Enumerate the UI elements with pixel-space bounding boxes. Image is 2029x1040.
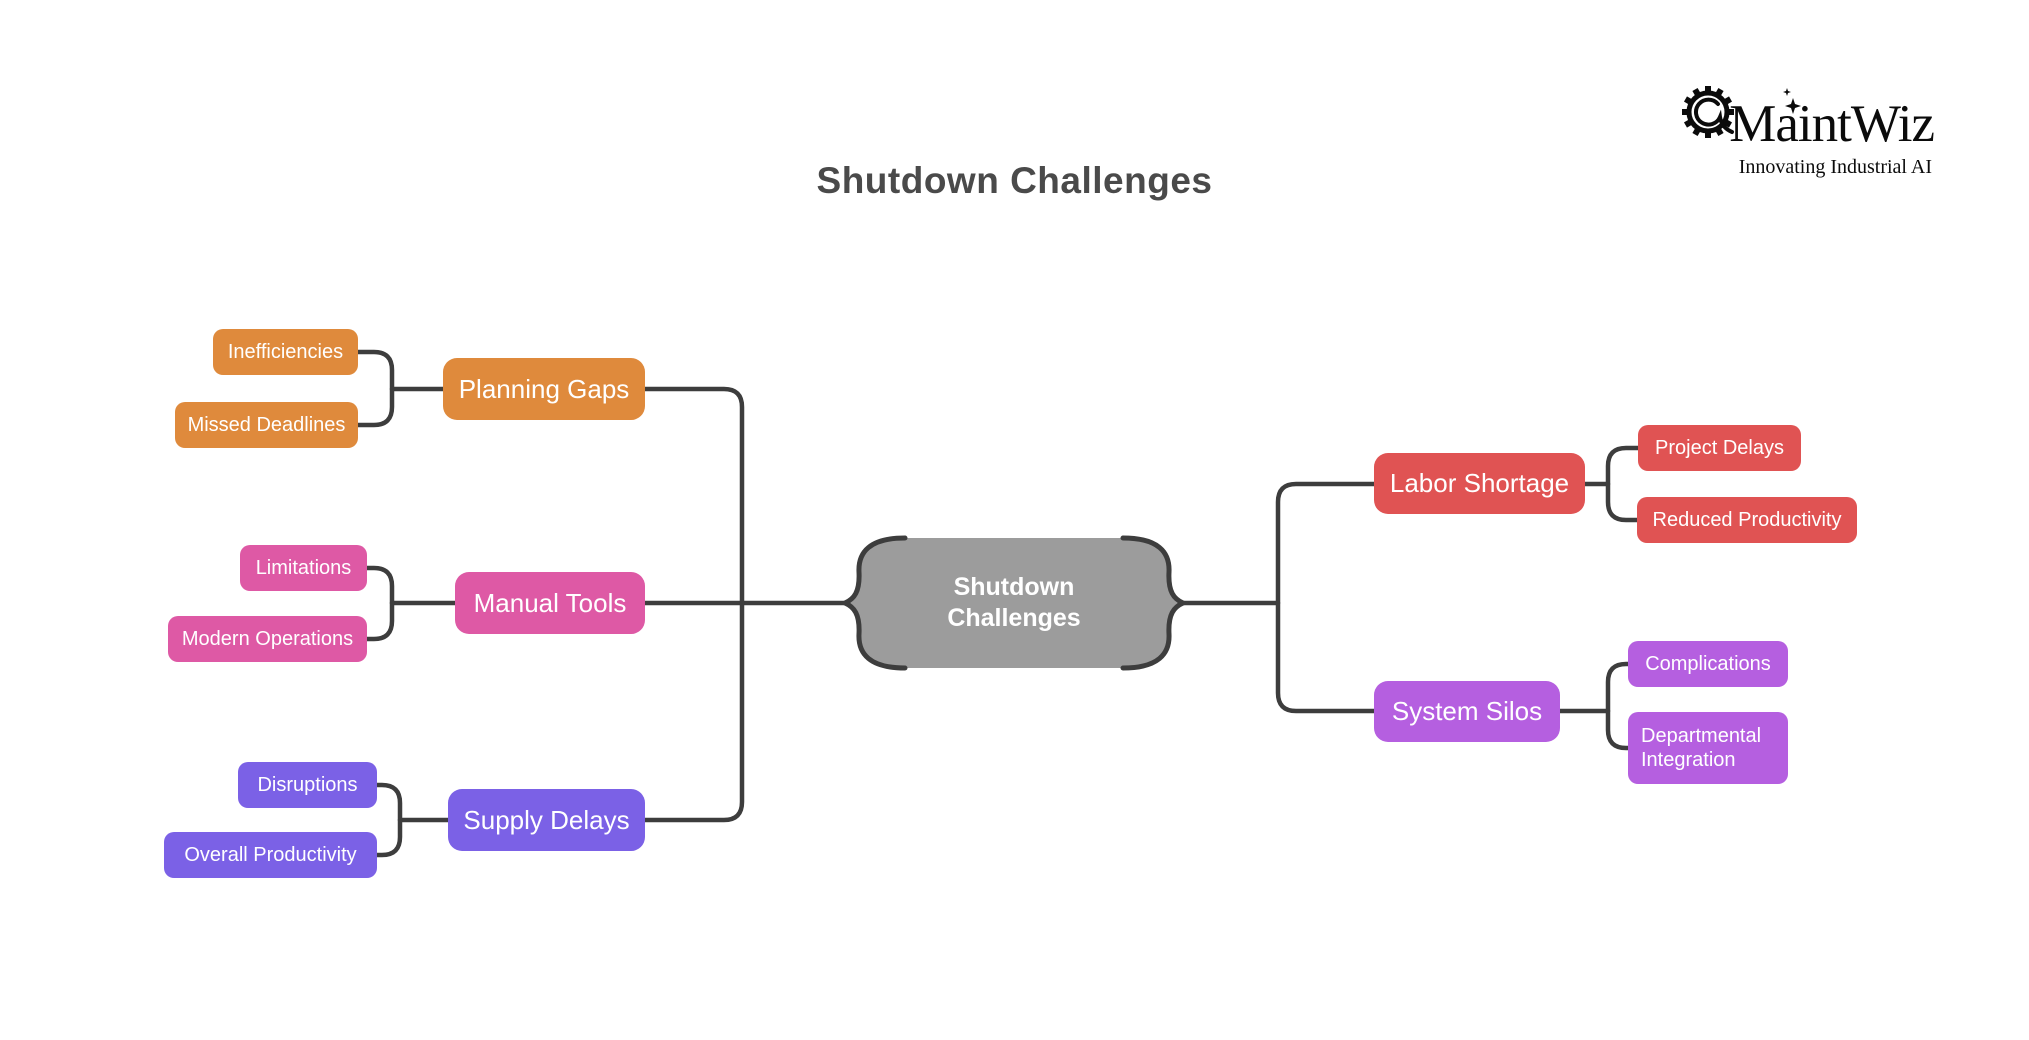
connector-right-branch-bracket [1275,481,1377,714]
node-disruptions: Disruptions [238,762,377,808]
node-modern-operations: Modern Operations [168,616,367,662]
maintwiz-logo: MaintWiz Innovating Industrial AI [1672,80,1935,190]
root-label-line2: Challenges [947,604,1081,632]
node-reduced-productivity: Reduced Productivity [1637,497,1857,543]
node-project-delays: Project Delays [1638,425,1801,471]
connector-labor-children-bracket [1605,445,1641,523]
root-label-line1: Shutdown [953,573,1075,601]
node-system-silos: System Silos [1374,681,1560,742]
connector-manual-children-bracket [364,565,395,642]
node-limitations: Limitations [240,545,367,591]
connector-lines [355,349,1641,858]
gear-icon [1682,86,1734,138]
root-node-label: Shutdown Challenges [880,552,1148,654]
root-node-shape [838,535,1190,671]
connector-left-branch-bracket [642,386,745,823]
node-departmental-integration: Departmental Integration [1628,712,1788,784]
root-node-left-brace [838,535,908,671]
sparkle-icon [1783,88,1801,114]
connector-silos-children-bracket [1605,661,1631,751]
root-node-body [880,538,1148,668]
root-node-right-brace [1120,535,1190,671]
node-planning-gaps: Planning Gaps [443,358,645,420]
logo-wordmark: MaintWiz [1729,95,1935,153]
node-complications: Complications [1628,641,1788,687]
node-labor-shortage: Labor Shortage [1374,453,1585,514]
page-title: Shutdown Challenges [816,160,1213,201]
node-manual-tools: Manual Tools [455,572,645,634]
connector-supply-children-bracket [374,782,403,858]
node-supply-delays: Supply Delays [448,789,645,851]
node-overall-productivity: Overall Productivity [164,832,377,878]
logo-tagline: Innovating Industrial AI [1738,156,1932,178]
node-missed-deadlines: Missed Deadlines [175,402,358,448]
node-inefficiencies: Inefficiencies [213,329,358,375]
connector-planning-children-bracket [355,349,395,428]
